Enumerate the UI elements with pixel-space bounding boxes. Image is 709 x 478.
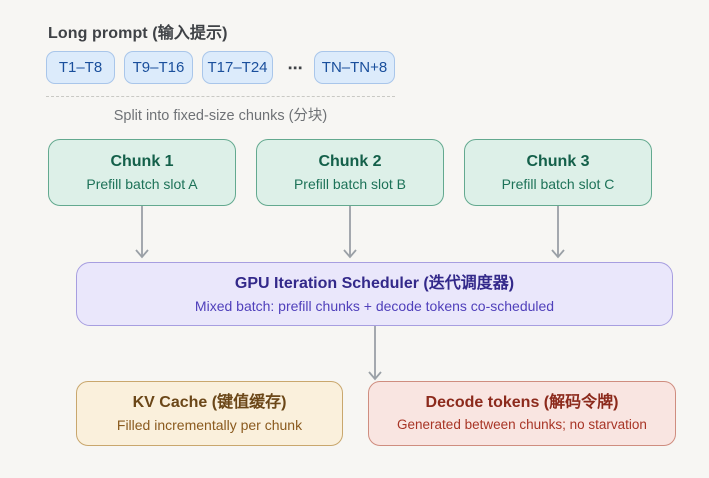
ellipsis-icon: ⋯	[287, 59, 304, 77]
arrow-down-icon	[341, 206, 359, 260]
chunk-1-title: Chunk 1	[110, 153, 174, 170]
chunk-2-card: Chunk 2 Prefill batch slot B	[256, 139, 444, 206]
long-prompt-label: Long prompt (输入提示)	[48, 25, 228, 42]
chunk-1-subtitle: Prefill batch slot A	[86, 176, 198, 192]
decode-tokens-title: Decode tokens (解码令牌)	[425, 394, 619, 411]
gpu-scheduler-subtitle: Mixed batch: prefill chunks + decode tok…	[194, 297, 555, 314]
chunk-3-title: Chunk 3	[526, 153, 590, 170]
kv-cache-title: KV Cache (键值缓存)	[132, 394, 287, 411]
chunk-3-subtitle: Prefill batch slot C	[501, 176, 615, 192]
dashed-separator	[46, 96, 395, 97]
chunk-1-card: Chunk 1 Prefill batch slot A	[48, 139, 236, 206]
chunk-2-subtitle: Prefill batch slot B	[293, 176, 407, 192]
kv-cache-card: KV Cache (键值缓存) Filled incrementally per…	[76, 381, 343, 446]
split-caption: Split into fixed-size chunks (分块)	[113, 108, 328, 124]
token-chip: T17–T24	[202, 51, 273, 84]
chunk-2-title: Chunk 2	[318, 153, 382, 170]
chunk-3-card: Chunk 3 Prefill batch slot C	[464, 139, 652, 206]
decode-tokens-subtitle: Generated between chunks; no starvation	[397, 417, 647, 432]
gpu-scheduler-card: GPU Iteration Scheduler (迭代调度器) Mixed ba…	[76, 262, 673, 326]
token-chip: T1–T8	[46, 51, 115, 84]
gpu-scheduler-title: GPU Iteration Scheduler (迭代调度器)	[234, 274, 515, 292]
token-chip: T9–T16	[124, 51, 193, 84]
kv-cache-subtitle: Filled incrementally per chunk	[116, 417, 303, 433]
arrow-down-icon	[133, 206, 151, 260]
arrow-down-icon	[366, 326, 384, 382]
decode-tokens-card: Decode tokens (解码令牌) Generated between c…	[368, 381, 676, 446]
token-chip: TN–TN+8	[314, 51, 395, 84]
arrow-down-icon	[549, 206, 567, 260]
